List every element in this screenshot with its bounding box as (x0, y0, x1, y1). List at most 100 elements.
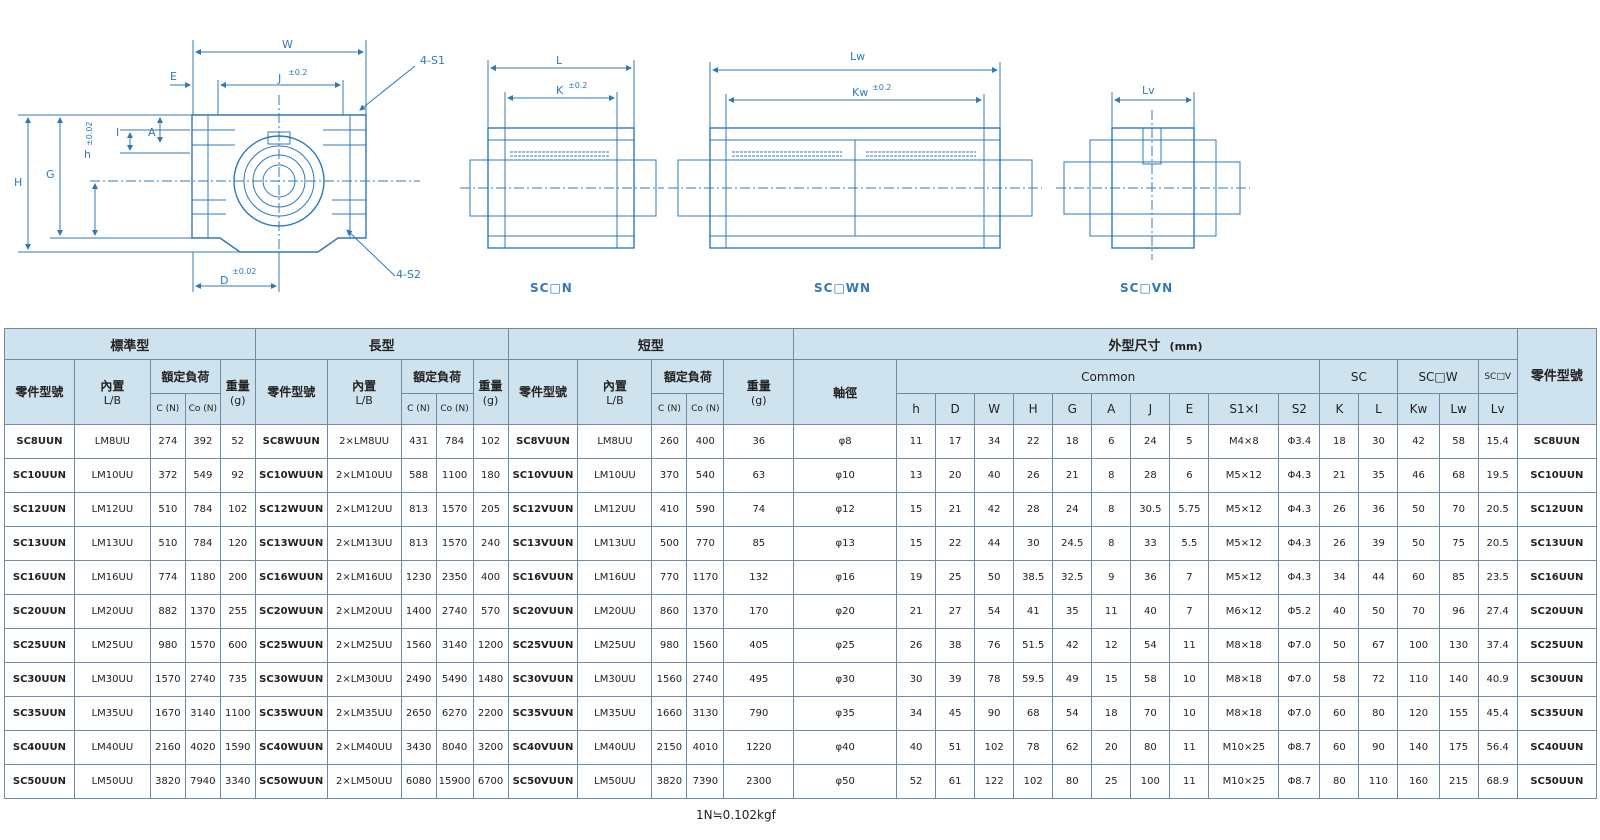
cell-lc: 813 (400, 526, 437, 561)
header-col-W: W (974, 393, 1015, 425)
cell-sm: SC30UUN (4, 662, 75, 697)
cell-E: 7 (1169, 560, 1210, 595)
cell-vco: 590 (686, 492, 725, 527)
cell-G: 54 (1052, 696, 1093, 731)
header-short: 短型 (507, 328, 795, 360)
cell-vb: LM12UU (577, 492, 653, 527)
cell-Lw: 70 (1438, 492, 1479, 527)
cell-J: 30.5 (1130, 492, 1171, 527)
cell-K: 40 (1319, 594, 1360, 629)
unit-conversion-note: 1N≒0.102kgf (696, 808, 776, 822)
cell-S2: Φ8.7 (1278, 730, 1321, 765)
cell-L: 72 (1358, 662, 1399, 697)
cell-sc: 882 (149, 594, 186, 629)
cell-pn: SC10UUN (1516, 458, 1598, 493)
cell-G: 49 (1052, 662, 1093, 697)
cell-vm: SC13VUUN (507, 526, 579, 561)
header-scw: SC□W (1397, 359, 1479, 394)
cell-W: 90 (974, 696, 1015, 731)
cell-sw: 120 (219, 526, 256, 561)
cell-E: 5.75 (1169, 492, 1210, 527)
cell-shaft: φ35 (793, 696, 898, 731)
cell-vw: 790 (723, 696, 795, 731)
cell-G: 80 (1052, 764, 1093, 799)
bearing-label: 內置 (352, 379, 377, 393)
bearing-sub: L/B (103, 394, 122, 407)
cell-vm: SC8VUUN (507, 424, 579, 459)
cell-sc: 510 (149, 526, 186, 561)
cell-sm: SC25UUN (4, 628, 75, 663)
cell-H: 28 (1013, 492, 1054, 527)
cell-K: 58 (1319, 662, 1360, 697)
cell-A: 8 (1091, 492, 1132, 527)
cell-vm: SC20VUUN (507, 594, 579, 629)
cell-K: 26 (1319, 526, 1360, 561)
cell-vm: SC50VUUN (507, 764, 579, 799)
cell-S1I: M5×12 (1208, 560, 1280, 595)
cell-vw: 405 (723, 628, 795, 663)
cell-S1I: M8×18 (1208, 628, 1280, 663)
dim-D-tolerance: ±0.02 (232, 267, 257, 276)
cell-vm: SC40VUUN (507, 730, 579, 765)
cell-vw: 1220 (723, 730, 795, 765)
cell-lb: 2×LM25UU (326, 628, 402, 663)
cell-pn: SC25UUN (1516, 628, 1598, 663)
cell-h: 15 (896, 492, 937, 527)
dim-J-tolerance: ±0.2 (288, 68, 307, 77)
cell-K: 34 (1319, 560, 1360, 595)
cell-sb: LM30UU (73, 662, 151, 697)
cell-vw: 85 (723, 526, 795, 561)
cell-D: 38 (935, 628, 976, 663)
cell-L: 39 (1358, 526, 1399, 561)
cell-W: 102 (974, 730, 1015, 765)
cell-D: 17 (935, 424, 976, 459)
cell-lco: 3140 (435, 628, 474, 663)
cell-lb: 2×LM8UU (326, 424, 402, 459)
cell-h: 40 (896, 730, 937, 765)
cell-sco: 784 (184, 492, 221, 527)
cell-shaft: φ8 (793, 424, 898, 459)
cell-sm: SC35UUN (4, 696, 75, 731)
cell-L: 30 (1358, 424, 1399, 459)
cell-sw: 1100 (219, 696, 256, 731)
cell-lm: SC16WUUN (254, 560, 328, 595)
cell-vco: 4010 (686, 730, 725, 765)
cell-lc: 431 (400, 424, 437, 459)
cell-A: 20 (1091, 730, 1132, 765)
cell-lm: SC25WUUN (254, 628, 328, 663)
cell-Lw: 140 (1438, 662, 1479, 697)
weight-unit: (g) (229, 394, 246, 407)
cell-pn: SC12UUN (1516, 492, 1598, 527)
cell-Lv: 45.4 (1477, 696, 1518, 731)
weight-label: 重量 (225, 379, 250, 393)
cell-vc: 1660 (651, 696, 688, 731)
cell-J: 28 (1130, 458, 1171, 493)
cell-vb: LM16UU (577, 560, 653, 595)
cell-vw: 36 (723, 424, 795, 459)
cell-E: 11 (1169, 730, 1210, 765)
cell-sm: SC12UUN (4, 492, 75, 527)
cell-pn: SC8UUN (1516, 424, 1598, 459)
cell-sw: 92 (219, 458, 256, 493)
cell-pn: SC13UUN (1516, 526, 1598, 561)
header-col-L: L (1358, 393, 1399, 425)
header-col-Lv: Lv (1477, 393, 1518, 425)
dim-K-tolerance: ±0.2 (568, 81, 587, 90)
cell-G: 24 (1052, 492, 1093, 527)
cell-lco: 15900 (435, 764, 474, 799)
cell-sco: 4020 (184, 730, 221, 765)
cell-lb: 2×LM40UU (326, 730, 402, 765)
cell-G: 32.5 (1052, 560, 1093, 595)
cell-S2: Φ4.3 (1278, 458, 1321, 493)
cell-Kw: 160 (1397, 764, 1440, 799)
cell-lb: 2×LM13UU (326, 526, 402, 561)
cell-Lw: 75 (1438, 526, 1479, 561)
cell-sco: 1370 (184, 594, 221, 629)
cell-sm: SC50UUN (4, 764, 75, 799)
cell-D: 21 (935, 492, 976, 527)
cell-S2: Φ4.3 (1278, 526, 1321, 561)
